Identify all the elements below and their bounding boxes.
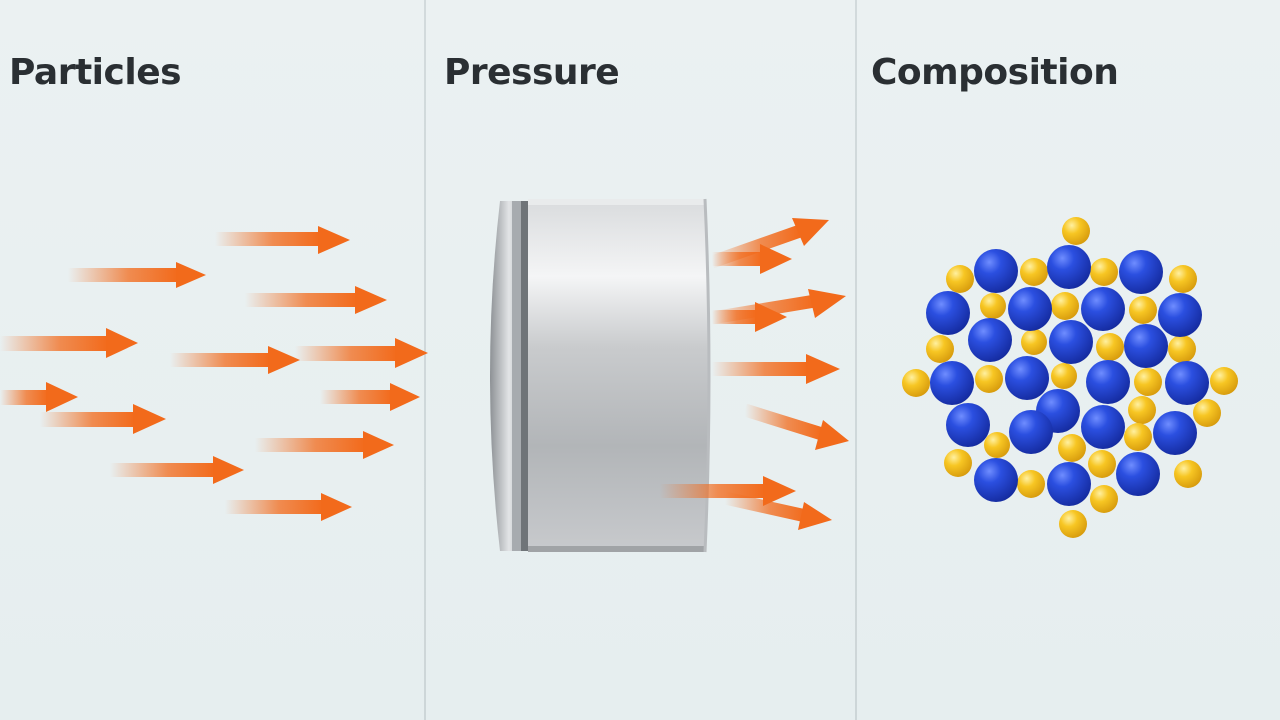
panel-divider-right — [855, 0, 857, 720]
orange-motion-arrow-icon — [68, 262, 206, 288]
orange-motion-arrow-icon — [40, 404, 166, 434]
outgoing-arrows — [660, 218, 849, 530]
orange-motion-arrow-icon — [0, 382, 78, 412]
orange-motion-arrow-icon — [295, 338, 428, 368]
orange-motion-arrow-icon — [320, 383, 420, 411]
orange-motion-arrow-icon — [0, 328, 138, 358]
panel-divider-left — [424, 0, 426, 720]
orange-motion-arrow-icon — [255, 431, 394, 459]
orange-motion-arrow-icon — [245, 286, 387, 314]
large-particles — [926, 245, 1209, 506]
particles-title: Particles — [9, 52, 182, 93]
incoming-arrows — [0, 226, 428, 521]
pressure-title: Pressure — [444, 52, 620, 93]
composition-panel: Composition — [857, 0, 1280, 720]
composition-title: Composition — [871, 52, 1119, 93]
orange-motion-arrow-icon — [712, 354, 840, 384]
small-particles — [902, 217, 1238, 538]
orange-motion-arrow-icon — [170, 346, 300, 374]
particles-panel: Particles — [0, 0, 425, 720]
orange-motion-arrow-icon — [723, 491, 832, 530]
orange-motion-arrow-icon — [712, 302, 787, 332]
orange-motion-arrow-icon — [225, 493, 352, 521]
atom-cluster-icon — [902, 217, 1238, 538]
metal-cylinder-icon — [490, 198, 711, 553]
orange-motion-arrow-icon — [215, 226, 350, 254]
orange-motion-arrow-icon — [712, 244, 792, 274]
orange-motion-arrow-icon — [110, 456, 244, 484]
orange-motion-arrow-icon — [743, 403, 849, 450]
pressure-panel: Pressure — [427, 0, 855, 720]
